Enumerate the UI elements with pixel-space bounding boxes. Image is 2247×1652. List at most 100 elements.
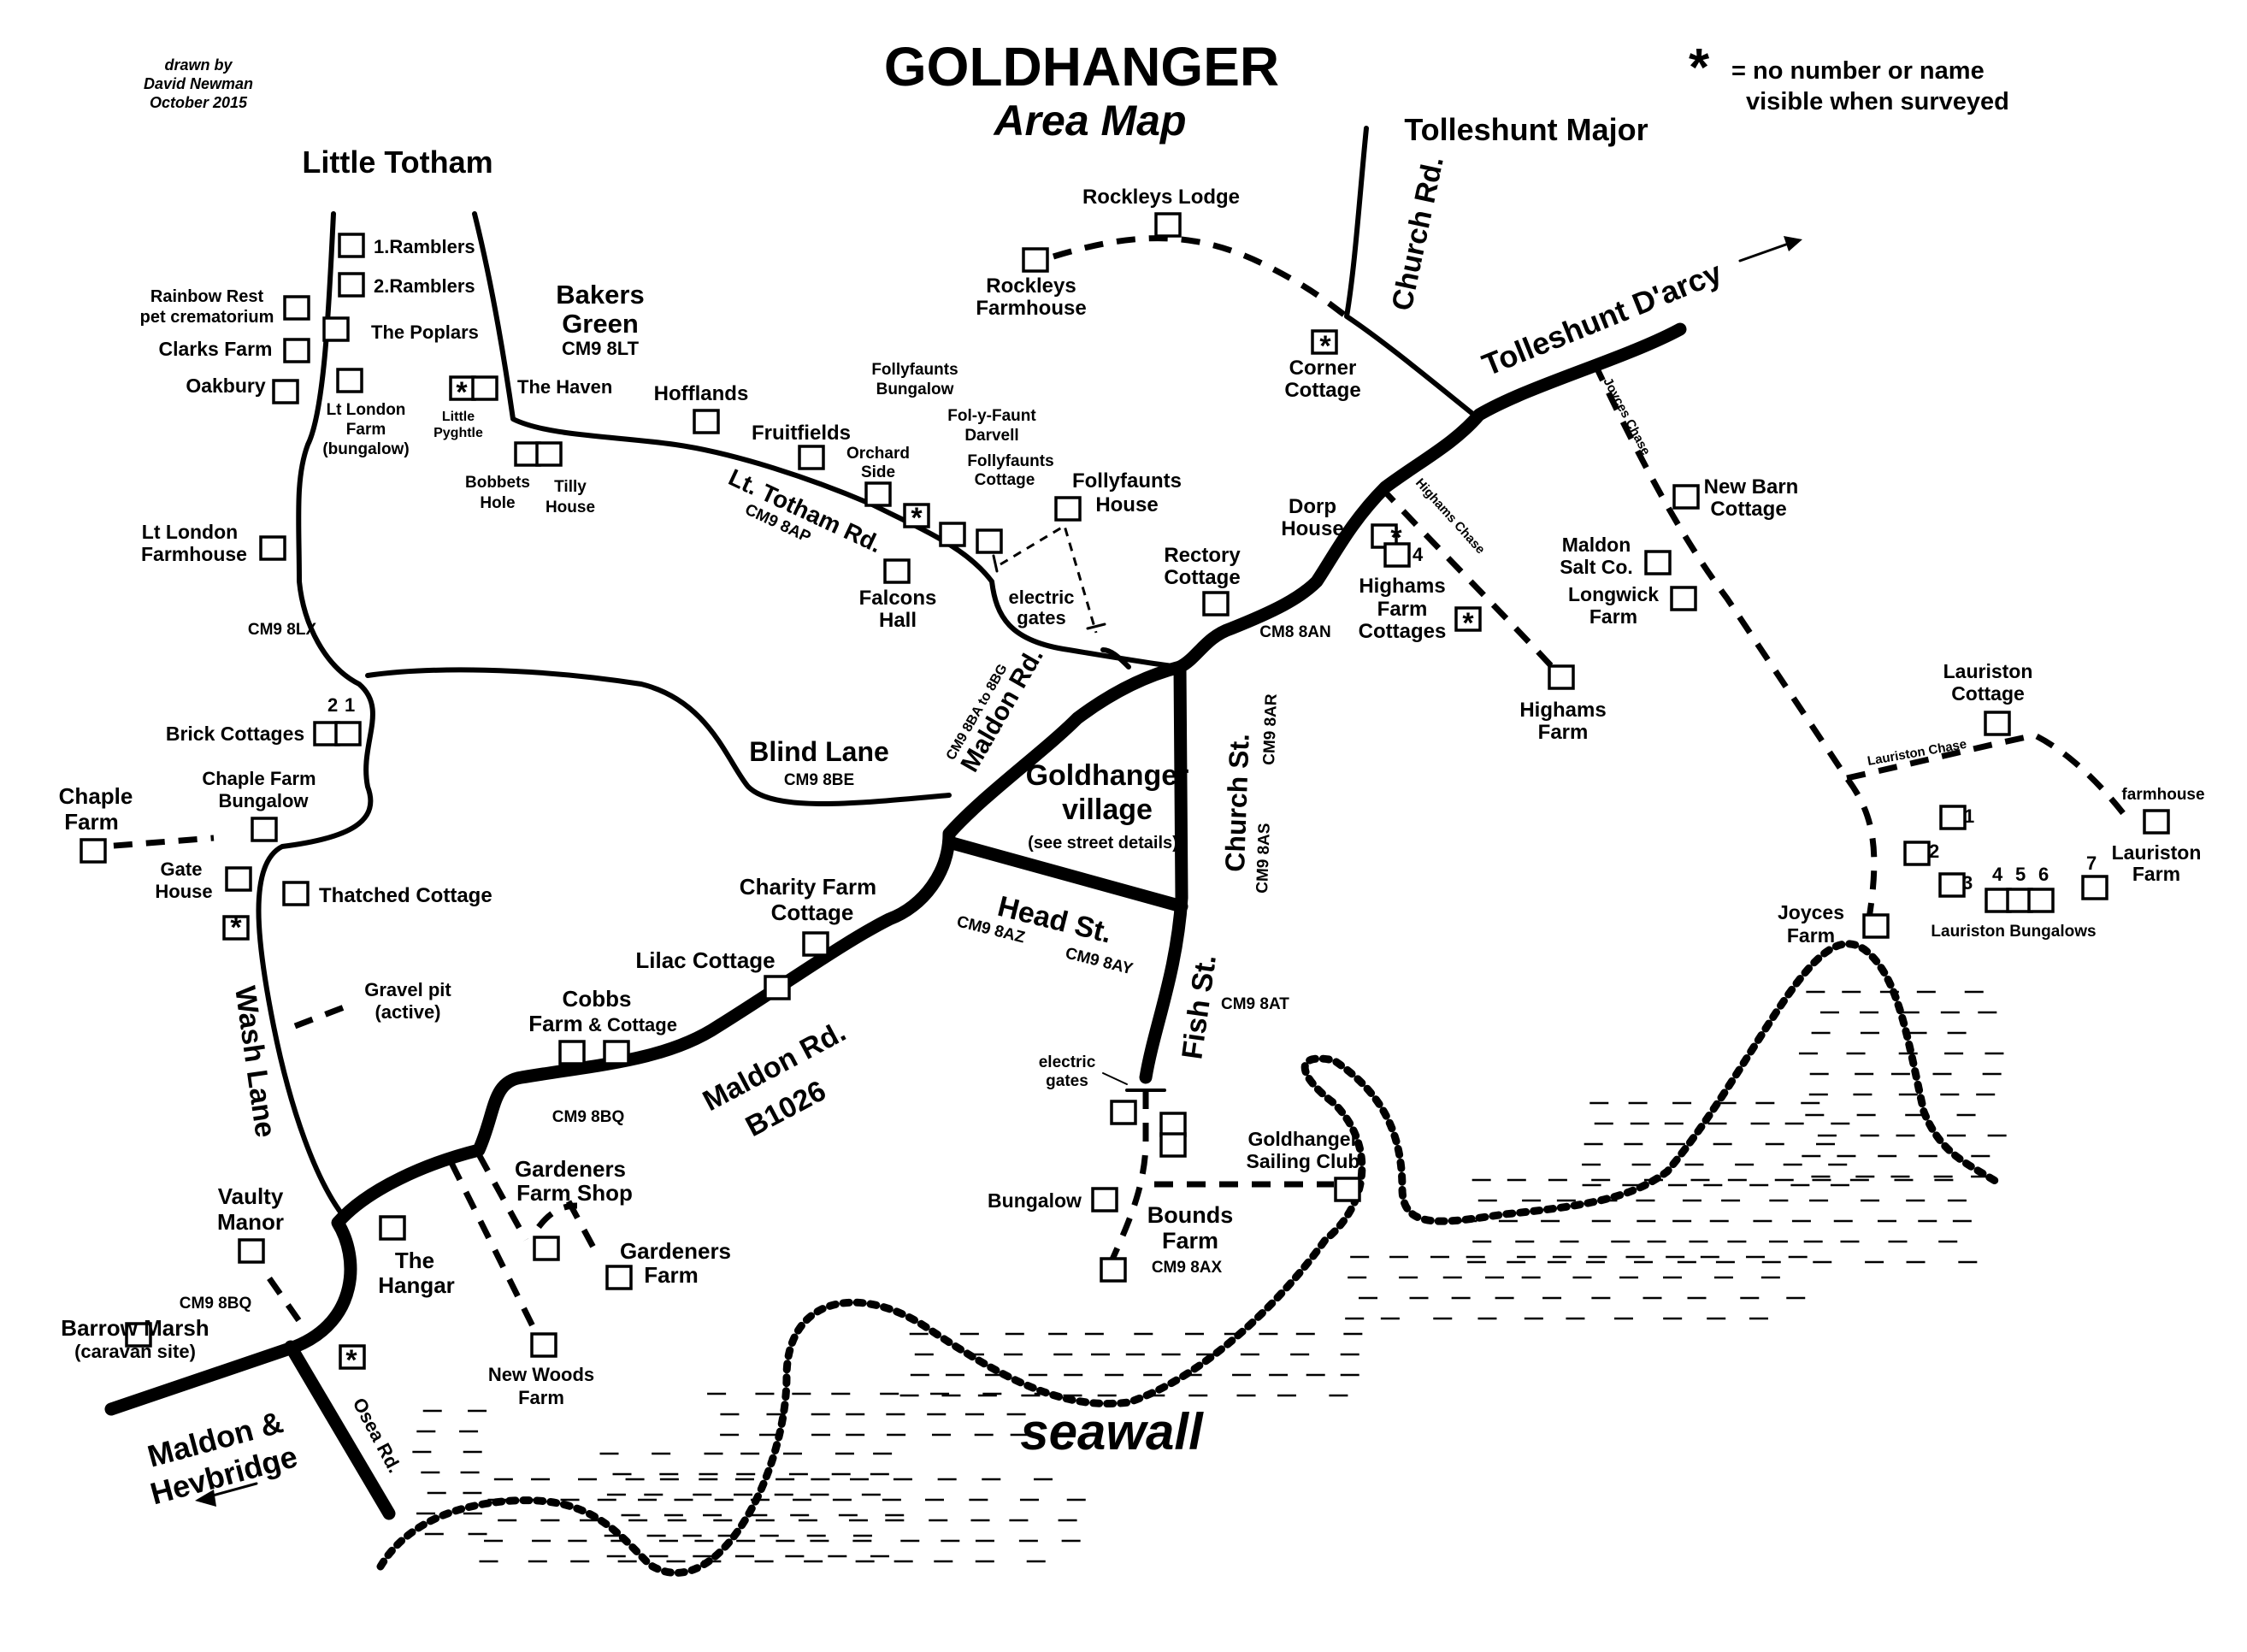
building-square-icon bbox=[903, 503, 930, 528]
label-rockleys-lodge: Rockleys Lodge bbox=[1082, 186, 1240, 209]
building-square-icon bbox=[125, 1322, 152, 1348]
label-lilac-cottage: Lilac Cottage bbox=[635, 947, 775, 973]
label-charity-farm-cottage-1: Charity Farm bbox=[740, 874, 876, 900]
star-highams-2: * bbox=[1462, 607, 1474, 640]
label-lb-6: 6 bbox=[2038, 864, 2049, 885]
label-corner-cottage-2: Cottage bbox=[1284, 379, 1360, 402]
building-square-icon bbox=[2027, 888, 2055, 913]
label-falcons-hall-1: Falcons bbox=[859, 587, 937, 610]
building-square-icon bbox=[334, 721, 362, 746]
star-little-pyghtle: * bbox=[456, 376, 468, 409]
head-street bbox=[942, 835, 1188, 913]
label-lt-london-farmhouse-1: Lt London bbox=[142, 521, 238, 543]
label-follyfaunts-cottage-1: Follyfaunts bbox=[967, 452, 1053, 470]
arrow-right-icon bbox=[1738, 236, 1802, 263]
label-gardeners-farm-1: Gardeners bbox=[620, 1238, 731, 1264]
label-brick-cottages: Brick Cottages bbox=[166, 723, 304, 745]
label-lt-london-farm-1: Lt London bbox=[327, 401, 406, 419]
label-orchard-side-1: Orchard bbox=[846, 445, 910, 463]
label-1-ramblers: 1.Ramblers bbox=[374, 236, 475, 257]
legend-star: * bbox=[1689, 38, 1710, 97]
label-lb-3: 3 bbox=[1962, 872, 1973, 894]
credit-line-2: David Newman bbox=[144, 75, 253, 92]
label-clarks-farm: Clarks Farm bbox=[159, 338, 273, 360]
label-fruitfields: Fruitfields bbox=[752, 422, 851, 445]
label-highams-farm-1: Highams bbox=[1519, 699, 1606, 722]
credit-line-1: drawn by bbox=[164, 56, 233, 74]
village-name-1: Goldhanger bbox=[1026, 759, 1189, 792]
label-lauriston-farm-2: Farm bbox=[2132, 863, 2180, 885]
building-square-icon bbox=[322, 316, 350, 342]
label-vaulty-manor-2: Manor bbox=[217, 1209, 284, 1235]
label-lauriston-cottage-2: Cottage bbox=[1951, 682, 2025, 705]
label-oakbury: Oakbury bbox=[186, 375, 266, 397]
label-lauriston-cottage-1: Lauriston bbox=[1943, 660, 2033, 682]
building-square-icon bbox=[80, 838, 107, 864]
label-cobbs-2: Farm bbox=[528, 1011, 583, 1036]
building-square-icon bbox=[225, 866, 252, 892]
building-square-icon bbox=[2081, 875, 2108, 900]
label-lb-1: 1 bbox=[1964, 805, 1974, 827]
star-osea: * bbox=[345, 1344, 357, 1377]
label-new-woods-farm-1: New Woods bbox=[488, 1364, 594, 1385]
church-street-pc1: CM9 8AR bbox=[1260, 693, 1281, 765]
label-lauriston-bungalows: Lauriston Bungalows bbox=[1931, 923, 2096, 941]
gardeners-track-2 bbox=[565, 1200, 602, 1259]
place-bakers-green-1: Bakers bbox=[556, 280, 644, 310]
label-lb-4: 4 bbox=[1992, 864, 2003, 885]
building-square-icon bbox=[535, 441, 563, 467]
buildings-layer bbox=[80, 212, 2170, 1370]
label-longwick-farm-1: Longwick bbox=[1568, 583, 1659, 605]
map-title: GOLDHANGER bbox=[884, 36, 1279, 97]
building-square-icon bbox=[864, 481, 892, 507]
village-name-2: village bbox=[1062, 794, 1153, 826]
label-lt-london-farm-2: Farm bbox=[346, 421, 386, 439]
label-new-barn-cottage-1: New Barn bbox=[1704, 475, 1799, 499]
building-square-icon bbox=[1862, 913, 1890, 939]
electric-gates-arrow-icon bbox=[1102, 1072, 1128, 1085]
fish-street-pc: CM9 8AT bbox=[1221, 995, 1289, 1013]
label-electric-gates-2a: electric bbox=[1039, 1053, 1096, 1071]
building-square-icon bbox=[533, 1236, 560, 1261]
place-bakers-green-pc: CM9 8LT bbox=[562, 338, 640, 359]
label-bounds-farm-1: Bounds bbox=[1147, 1202, 1234, 1228]
seawall-label: seawall bbox=[1020, 1403, 1204, 1460]
building-square-icon bbox=[558, 1040, 586, 1065]
map-subtitle: Area Map bbox=[992, 97, 1186, 145]
label-rockleys-farmhouse-1: Rockleys bbox=[986, 274, 1076, 298]
label-brick-1: 1 bbox=[345, 694, 355, 716]
label-maldon-salt-2: Salt Co. bbox=[1560, 556, 1633, 578]
label-chaple-farm-2: Farm bbox=[64, 809, 119, 835]
building-square-icon bbox=[282, 881, 310, 906]
label-follyfaunts-bungalow-1: Follyfaunts bbox=[871, 361, 958, 379]
label-lb-5: 5 bbox=[2015, 864, 2026, 885]
chaple-farm-track bbox=[80, 835, 215, 852]
postcode-cm9-8lx: CM9 8LX bbox=[248, 621, 317, 639]
label-electric-gates-1b: gates bbox=[1017, 607, 1065, 628]
lauriston-chase-track bbox=[1846, 732, 2132, 823]
building-square-icon bbox=[251, 817, 278, 842]
building-square-icon bbox=[1670, 586, 1697, 611]
label-highams-farm-2: Farm bbox=[1538, 721, 1589, 744]
building-square-icon bbox=[338, 272, 365, 298]
place-little-totham: Little Totham bbox=[302, 145, 492, 180]
label-rainbow-rest-2: pet crematorium bbox=[140, 308, 274, 327]
label-the-hangar-1: The bbox=[395, 1248, 434, 1273]
label-rectory-cottage-1: Rectory bbox=[1164, 544, 1241, 567]
label-lb-2: 2 bbox=[1929, 841, 1939, 862]
label-new-woods-farm-2: Farm bbox=[518, 1387, 564, 1408]
building-square-icon bbox=[1984, 711, 2011, 736]
label-tilly-house-1: Tilly bbox=[554, 478, 587, 496]
label-2-ramblers: 2.Ramblers bbox=[374, 275, 475, 297]
building-square-icon bbox=[1672, 484, 1700, 510]
label-electric-gates-2b: gates bbox=[1046, 1072, 1088, 1090]
bounds-farm-track bbox=[1108, 1090, 1149, 1263]
building-square-icon bbox=[283, 295, 310, 321]
label-hofflands: Hofflands bbox=[654, 382, 749, 405]
little-totham-to-maldon-link bbox=[1100, 647, 1131, 670]
building-square-icon bbox=[339, 1344, 366, 1370]
rockleys-track bbox=[1052, 235, 1348, 319]
label-gardeners-farm-2: Farm bbox=[644, 1262, 699, 1288]
electric-gate-bar-1 bbox=[992, 554, 999, 573]
label-little-pyghtle-2: Pyghtle bbox=[433, 426, 483, 440]
